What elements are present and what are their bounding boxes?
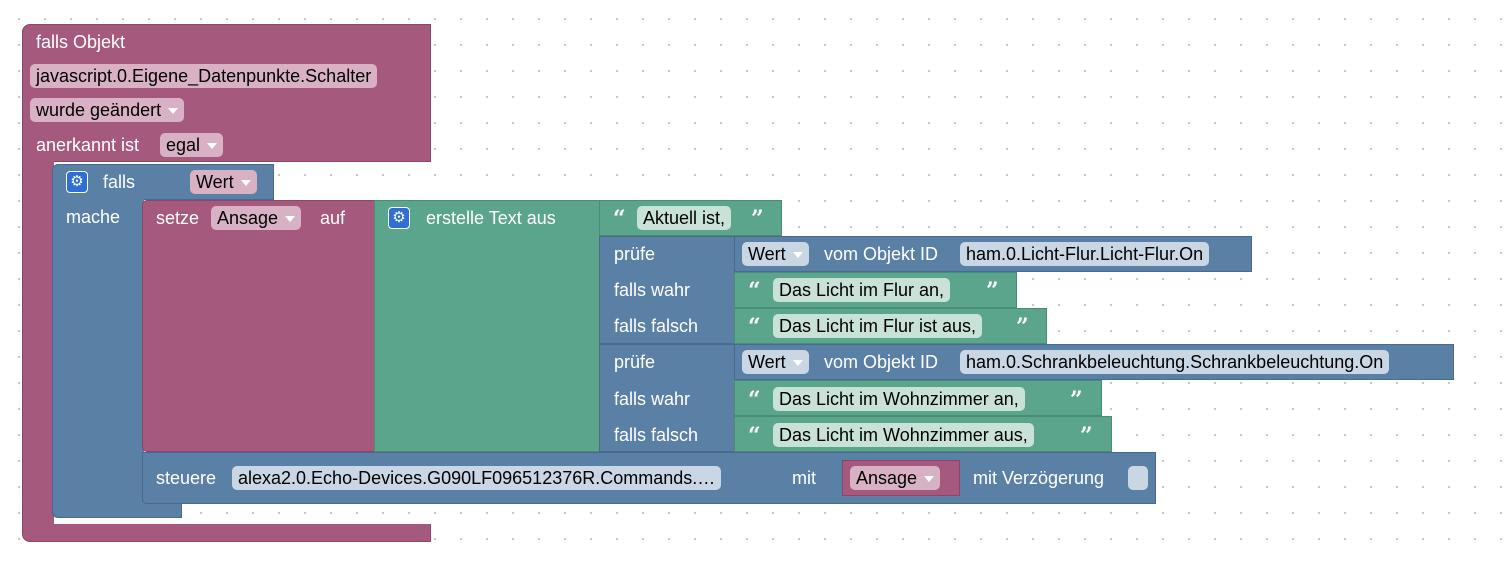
ternary-block-1[interactable] [599,236,737,344]
control-delay-field[interactable] [1128,466,1148,490]
ternary-1-true-label: falls wahr [614,280,691,300]
control-delay-label: mit Verzögerung [973,468,1105,488]
quote-open-icon: “ [748,387,761,413]
if-label: falls [103,172,136,192]
on-object-change-block-left [22,160,54,528]
quote-open-icon: “ [748,423,761,449]
event-trigger-dropdown[interactable]: wurde geändert [30,98,185,122]
text-join-block[interactable] [374,200,601,452]
ternary-2-false-label: falls falsch [614,425,699,445]
on-object-change-block-bottom [22,524,431,542]
set-variable-block[interactable] [142,200,376,452]
ternary-2-true-text-field[interactable]: Das Licht im Wohnzimmer an, [773,387,1025,411]
ternary-2-value-dropdown[interactable]: Wert [742,350,809,374]
quote-open-icon: “ [748,278,761,304]
set-label: setze [156,208,200,228]
ternary-2-check-label: prüfe [614,352,656,372]
ternary-1-check-label: prüfe [614,244,656,264]
event-object-id-field[interactable]: javascript.0.Eigene_Datenpunkte.Schalter [30,64,378,88]
text-join-label: erstelle Text aus [426,208,556,228]
if-block-body [52,198,144,498]
ternary-1-from-object-label: vom Objekt ID [824,244,939,264]
ternary-1-object-id-field[interactable]: ham.0.Licht-Flur.Licht-Flur.On [960,242,1210,266]
if-mutator-gear-icon[interactable]: ⚙ [66,171,88,193]
ternary-2-false-text-field[interactable]: Das Licht im Wohnzimmer aus, [773,423,1034,447]
event-ack-dropdown[interactable]: egal [160,133,224,157]
set-variable-dropdown[interactable]: Ansage [211,206,302,230]
ternary-2-from-object-label: vom Objekt ID [824,352,939,372]
text-literal-field[interactable]: Aktuell ist, [637,206,732,230]
set-to-label: auf [320,208,346,228]
quote-close-icon: ” [1070,387,1083,413]
text-join-mutator-gear-icon[interactable]: ⚙ [388,207,410,229]
ternary-1-true-text-field[interactable]: Das Licht im Flur an, [773,278,951,302]
ternary-2-object-id-field[interactable]: ham.0.Schrankbeleuchtung.Schrankbeleucht… [960,350,1390,374]
control-value-variable-dropdown[interactable]: Ansage [850,466,941,490]
ternary-1-false-label: falls falsch [614,316,699,336]
quote-open-icon: “ [748,314,761,340]
if-condition-dropdown[interactable]: Wert [190,170,257,194]
quote-open-icon: “ [613,206,626,232]
quote-close-icon: ” [1080,423,1093,449]
quote-close-icon: ” [986,278,999,304]
quote-close-icon: ” [751,206,764,232]
event-title: falls Objekt [36,32,126,52]
do-label: mache [66,207,121,227]
control-label: steuere [156,468,217,488]
control-object-id-field[interactable]: alexa2.0.Echo-Devices.G090LF096512376R.C… [232,466,722,490]
control-with-label: mit [792,468,816,488]
on-object-change-block[interactable] [22,24,431,162]
quote-close-icon: ” [1016,314,1029,340]
ternary-1-value-dropdown[interactable]: Wert [742,242,809,266]
ternary-1-false-text-field[interactable]: Das Licht im Flur ist aus, [773,314,983,338]
event-ack-label: anerkannt ist [36,135,140,155]
ternary-2-true-label: falls wahr [614,389,691,409]
